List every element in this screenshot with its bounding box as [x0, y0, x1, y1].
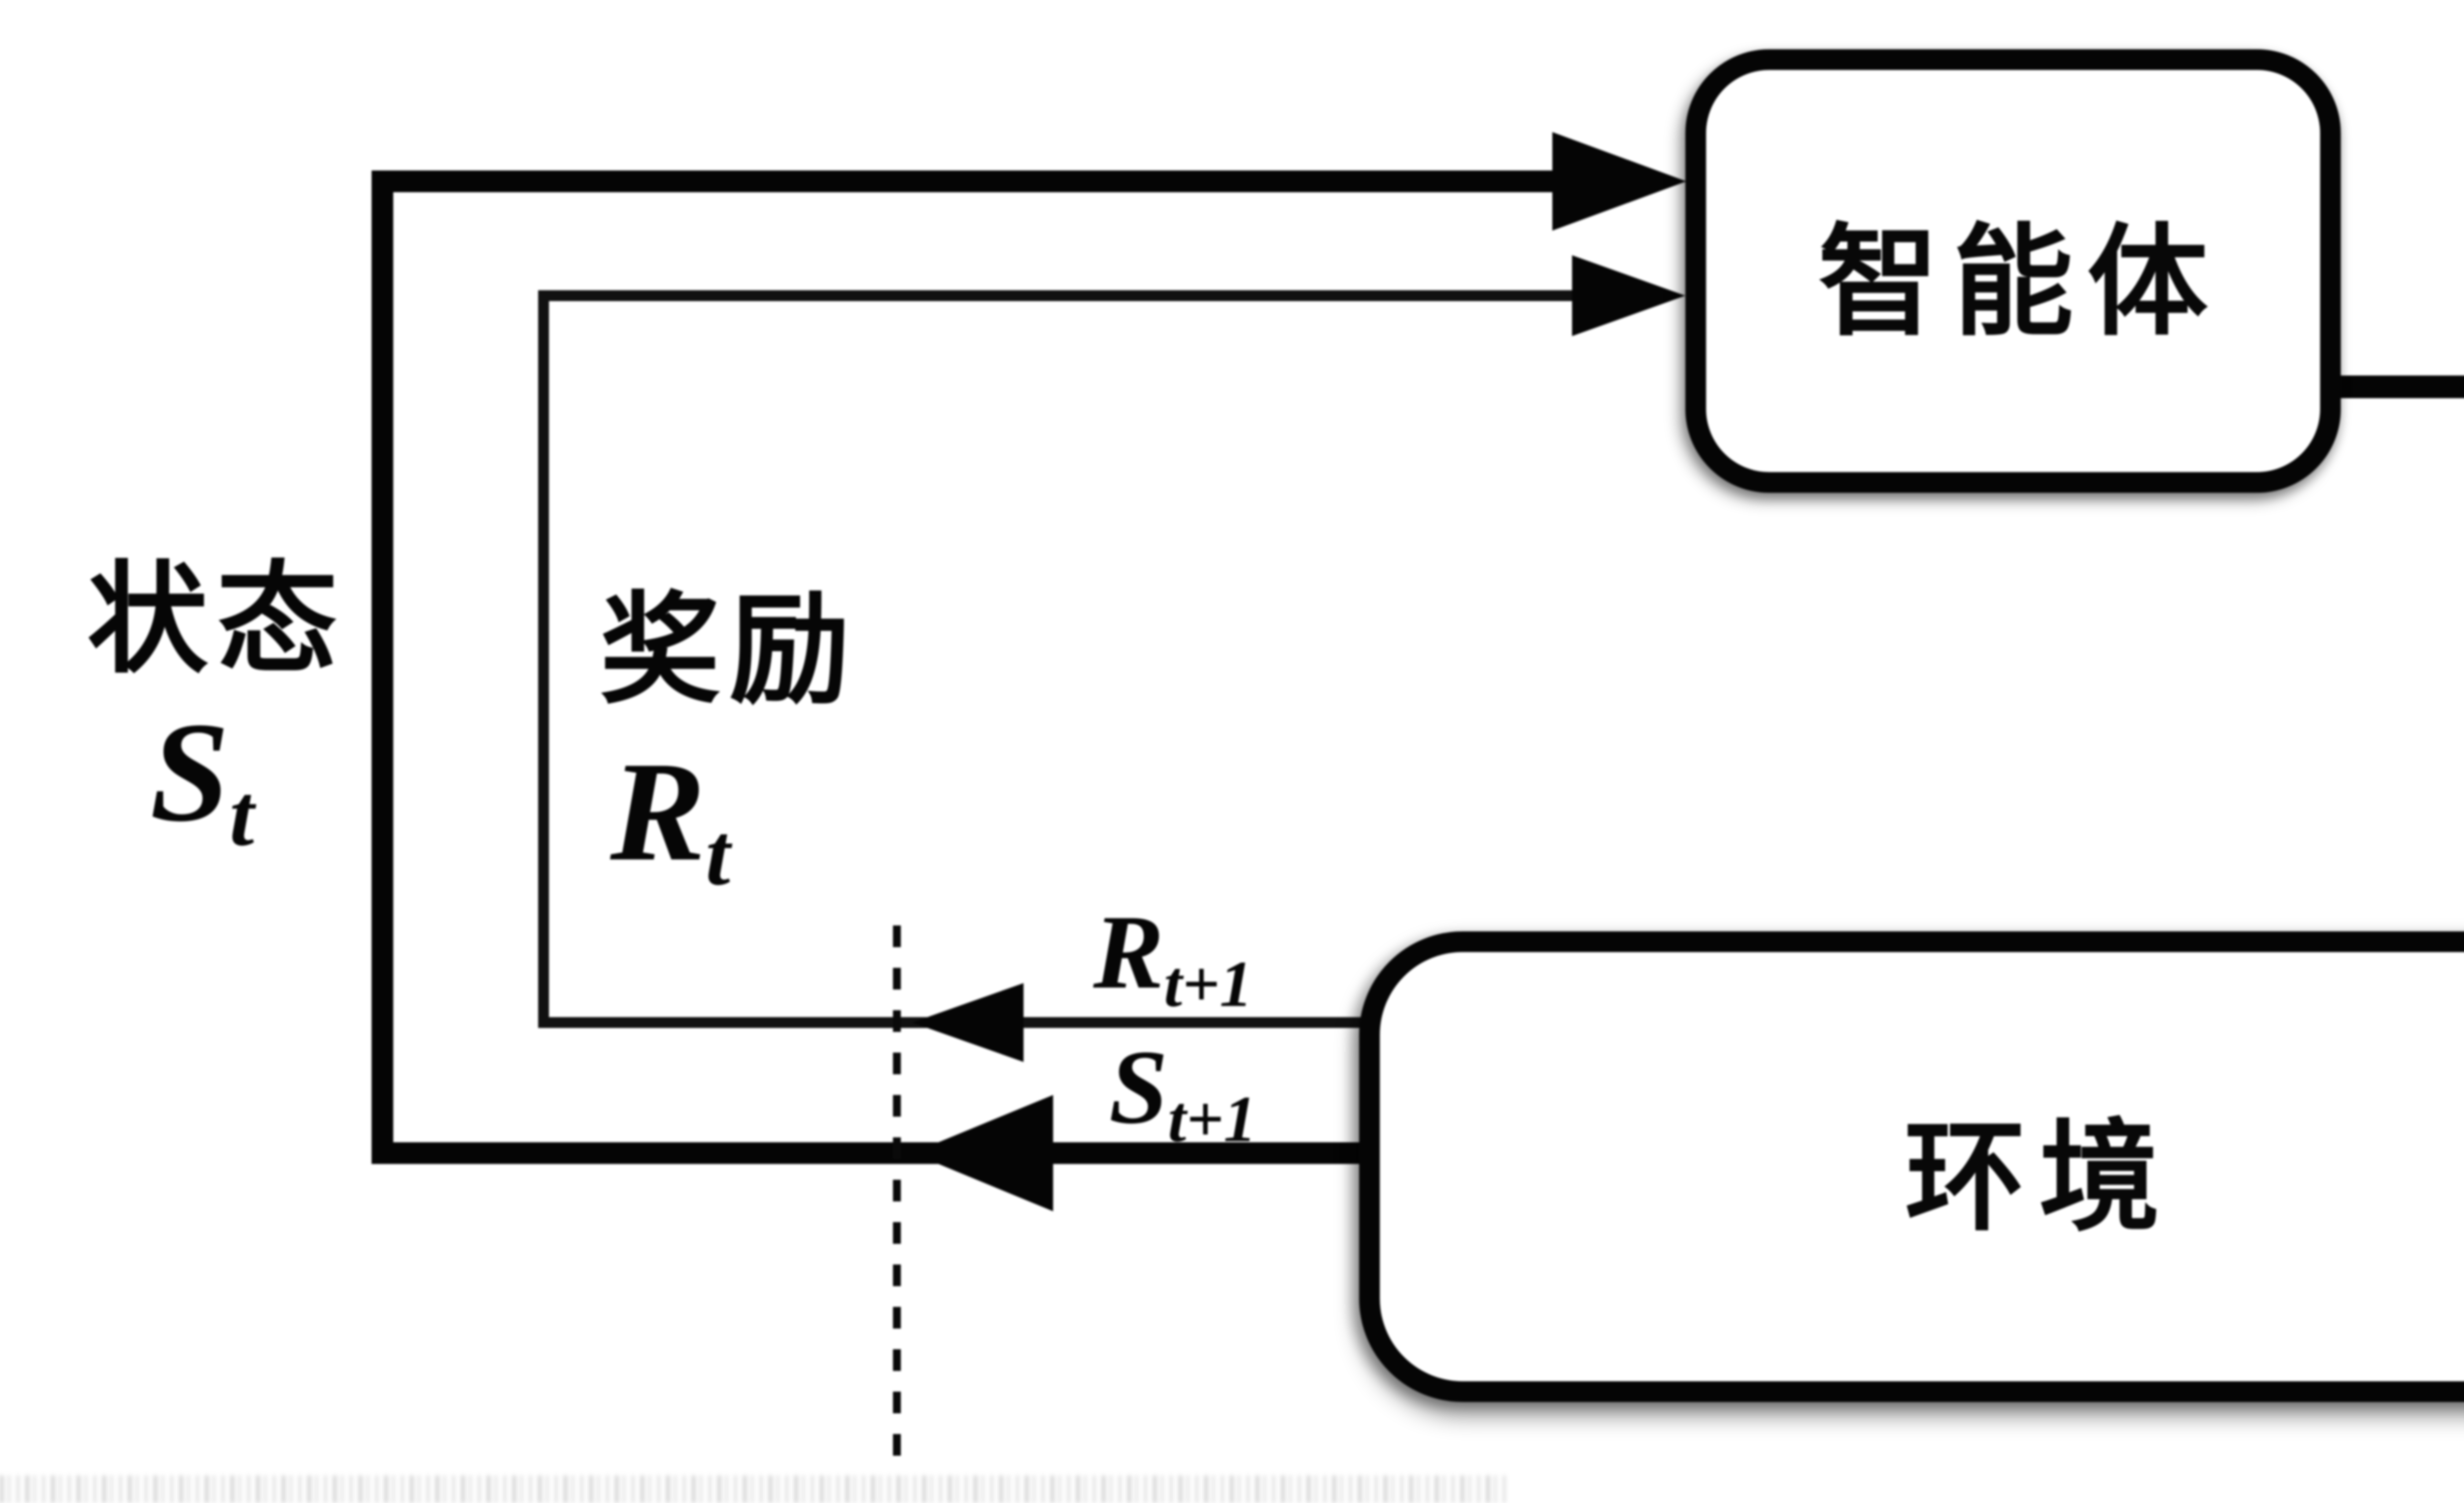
reward-label: 奖励	[600, 584, 859, 718]
state-symbol-subscript: t	[229, 766, 254, 864]
reward-symbol-subscript: t	[705, 805, 730, 904]
state-line-top	[372, 171, 1552, 192]
next-state-arrowhead-icon	[911, 1095, 1053, 1211]
next-state-symbol: St+1	[1025, 1026, 1340, 1157]
reward-line-left	[538, 290, 549, 1028]
agent-node: 智能体	[1685, 49, 2341, 493]
state-symbol: St	[74, 690, 330, 866]
action-line-top	[2331, 376, 2464, 398]
next-state-line	[372, 1142, 1380, 1164]
time-boundary-dashed-line	[893, 925, 901, 1468]
next-reward-symbol: Rt+1	[1015, 891, 1331, 1022]
environment-node: 环境	[1359, 931, 2464, 1402]
state-arrowhead-into-agent-icon	[1552, 132, 1688, 231]
agent-node-label: 智能体	[1818, 216, 2222, 350]
state-line-left	[372, 171, 393, 1164]
next-reward-arrowhead-icon	[911, 983, 1024, 1062]
next-state-symbol-subscript: t+1	[1167, 1082, 1257, 1156]
state-label: 状态	[87, 554, 346, 687]
reward-symbol-main: R	[610, 732, 706, 890]
reward-symbol: Rt	[542, 729, 798, 905]
environment-node-label: 环境	[1905, 1112, 2174, 1245]
next-reward-symbol-main: R	[1093, 893, 1164, 1011]
next-state-symbol-main: S	[1109, 1028, 1168, 1146]
cropped-caption-remnant	[0, 1475, 1508, 1503]
state-symbol-main: S	[150, 693, 230, 851]
reward-line-top	[538, 290, 1572, 301]
reward-arrowhead-into-agent-icon	[1572, 255, 1687, 336]
next-reward-symbol-subscript: t+1	[1164, 947, 1253, 1021]
